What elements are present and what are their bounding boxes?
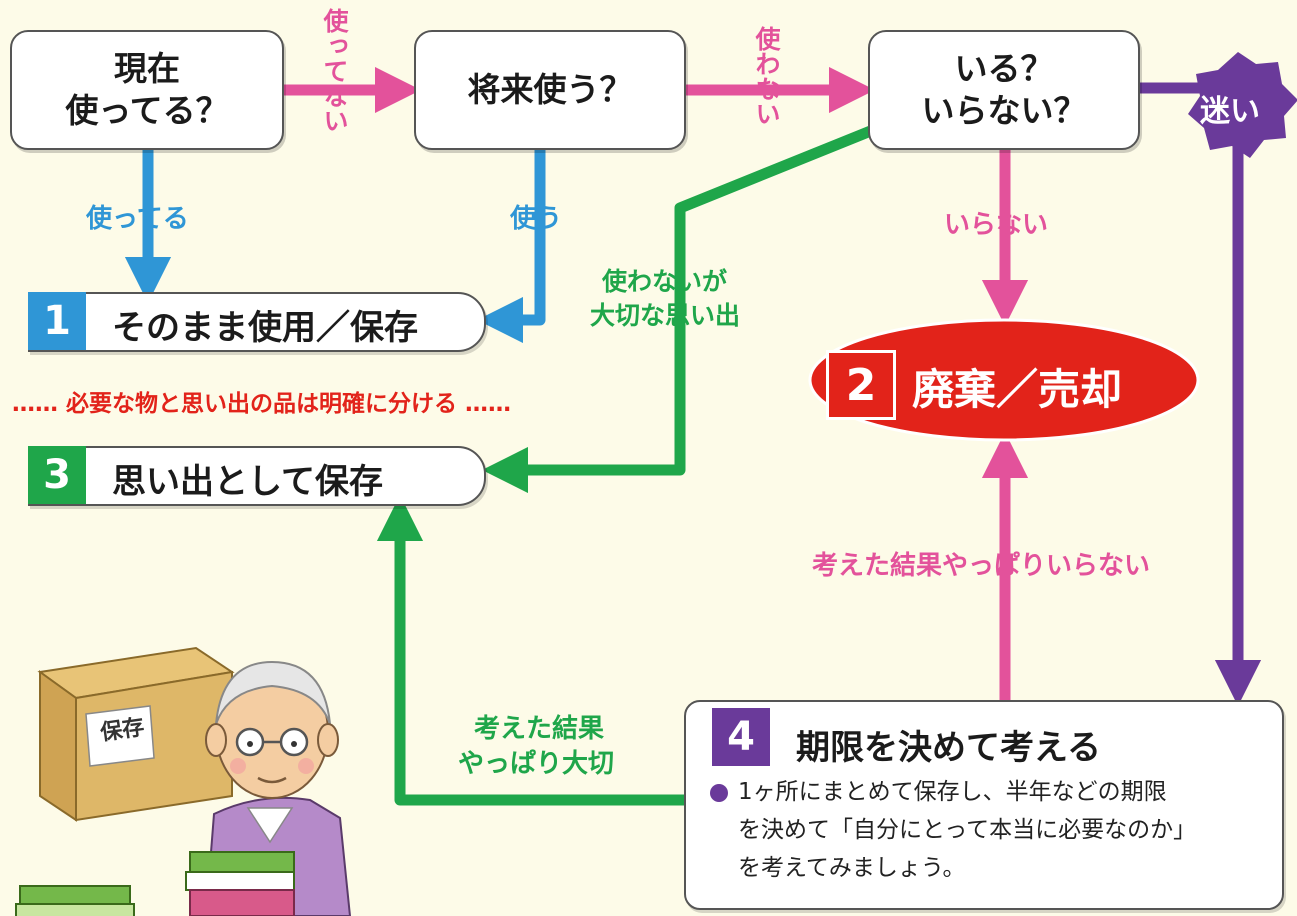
outcome-2-ellipse (808, 318, 1200, 442)
outcome-4-note-line3: を考えてみましょう。 (738, 855, 966, 881)
arrow-q2-to-o1 (476, 148, 546, 344)
question-currently-using: 現在 使ってる？ (10, 30, 284, 150)
outcome-4-note-line1: 1ヶ所にまとめて保存し、半年などの期限 (738, 779, 1167, 805)
edge-label-will-use: 使う (510, 204, 563, 234)
outcome-4-label: 期限を決めて考える (796, 728, 1101, 768)
storage-box-label: 保存 (98, 715, 146, 746)
separator-note: …… 必要な物と思い出の品は明確に分ける …… (12, 391, 512, 417)
edge-label-memory-line1: 使わないが (602, 267, 728, 296)
edge-label-thought-important-line2: やっぱり大切 (458, 749, 615, 779)
outcome-2-label: 廃棄／売却 (912, 365, 1123, 414)
unsure-badge-shape (1188, 52, 1297, 158)
question-need-or-not: いる？ いらない？ (868, 30, 1140, 150)
edge-label-wont-use: 使わない (752, 26, 781, 126)
question-currently-using-text: 現在 使ってる？ (65, 49, 229, 130)
question-need-or-not-text: いる？ いらない？ (921, 49, 1087, 130)
outcome-1-number: 1 (28, 292, 86, 350)
elderly-man-figure (185, 660, 352, 916)
question-will-use-future: 将来使う？ (414, 30, 686, 150)
outcome-3-label: 思い出として保存 (112, 462, 383, 502)
question-will-use-future-text: 将来使う？ (467, 70, 633, 109)
unsure-badge-label: 迷い (1200, 94, 1260, 129)
edge-label-thought-dont-need: 考えた結果やっぱりいらない (812, 551, 1151, 581)
edge-label-thought-important-line1: 考えた結果 (474, 714, 605, 744)
edge-label-memory-line2: 大切な思い出 (590, 301, 741, 330)
outcome-1-box (28, 292, 486, 352)
outcome-4-box (684, 700, 1284, 910)
arrow-q3-to-o3 (481, 122, 881, 494)
outcome-4-number: 4 (712, 708, 770, 766)
storage-box-icon (37, 646, 235, 822)
bullet-dot (710, 784, 728, 802)
illustration (15, 646, 352, 916)
outcome-2-number: 2 (826, 350, 896, 420)
outcome-3-box (28, 446, 486, 506)
edge-label-not-using: 使ってない (320, 8, 349, 133)
outcome-4-note-line2: を決めて「自分にとって本当に必要なのか」 (738, 817, 1197, 843)
outcome-1-label: そのまま使用／保存 (112, 308, 418, 348)
books-left-icon (15, 885, 135, 916)
arrow-o4-to-o3 (376, 494, 690, 806)
outcome-3-number: 3 (28, 446, 86, 504)
edge-label-dont-need: いらない (944, 210, 1049, 240)
edge-label-using: 使ってる (86, 204, 189, 234)
